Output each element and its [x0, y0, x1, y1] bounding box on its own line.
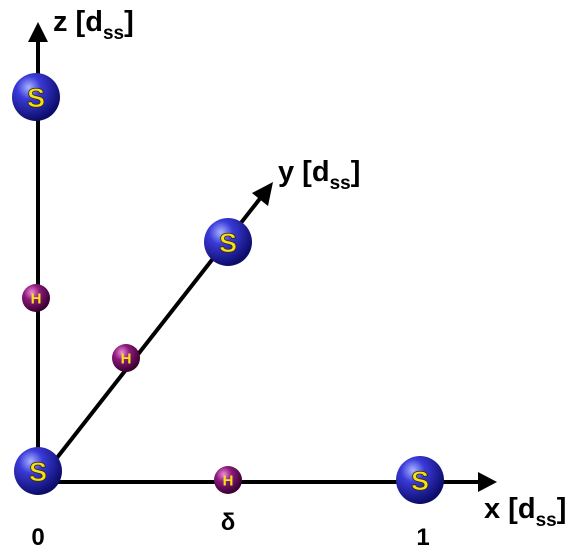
- sulfur-atom-x: S: [396, 456, 444, 504]
- y-axis-label: y [dss]: [278, 156, 360, 194]
- y-axis-arrowhead: [252, 182, 273, 206]
- tick-delta: δ: [221, 509, 236, 536]
- hydrogen-atom-z: H: [22, 284, 50, 312]
- z-axis-arrowhead: [28, 22, 48, 42]
- hydrogen-atom-label: H: [223, 473, 234, 490]
- hydrogen-atom-label: H: [31, 291, 42, 308]
- sulfur-atom-z: S: [12, 73, 60, 121]
- axes: [28, 22, 497, 492]
- tick-origin: 0: [31, 524, 44, 551]
- hydrogen-atom-y: H: [112, 344, 140, 372]
- z-axis-label: z [dss]: [53, 6, 134, 44]
- sulfur-atom-origin: S: [14, 447, 62, 495]
- hydrogen-atom-x: H: [214, 466, 242, 494]
- tick-one: 1: [416, 524, 429, 551]
- x-axis-label: x [dss]: [484, 493, 566, 531]
- sulfur-atom-y: S: [204, 218, 252, 266]
- sulfur-atom-label: S: [27, 83, 45, 113]
- hydrogen-atom-label: H: [121, 351, 132, 368]
- sulfur-atom-label: S: [411, 466, 429, 496]
- sulfur-atom-label: S: [219, 228, 237, 258]
- sulfur-atom-label: S: [29, 457, 47, 487]
- x-axis-arrowhead: [478, 472, 497, 492]
